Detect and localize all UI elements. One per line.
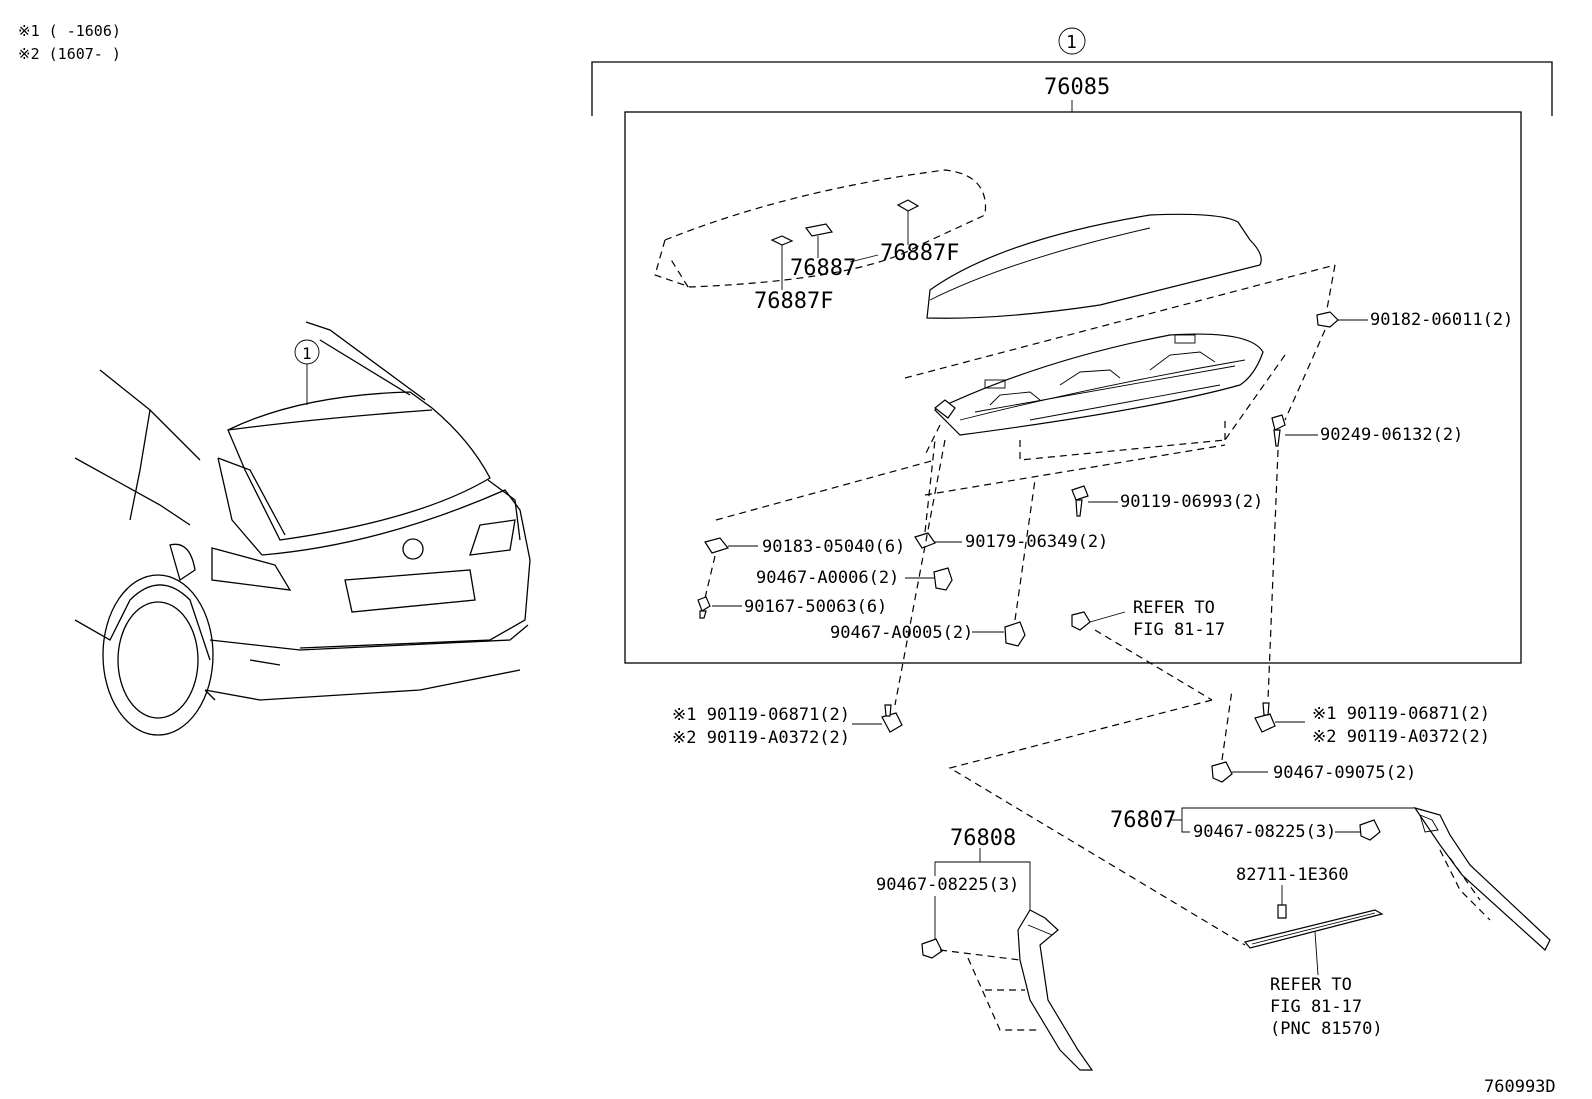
label-refer-line1: REFER TO	[1133, 598, 1215, 618]
label-left-bolt-1: ※1 90119-06871(2)	[672, 705, 850, 725]
assembly-box	[624, 111, 1522, 664]
label-76807: 76807	[1110, 808, 1176, 833]
garnish-76807	[1413, 806, 1551, 951]
label-right-bolt-2: ※2 90119-A0372(2)	[1312, 727, 1490, 747]
label-90179-06349: 90179-06349(2)	[965, 532, 1108, 552]
clip-90467-08225-left	[921, 938, 943, 959]
label-90467-09075: 90467-09075(2)	[1273, 763, 1416, 783]
label-76887: 76887	[790, 256, 856, 281]
spoiler-cover	[926, 213, 1262, 319]
screw-90249	[1267, 414, 1318, 701]
label-90183-05040: 90183-05040(6)	[762, 537, 905, 557]
label-90167-50063: 90167-50063(6)	[744, 597, 887, 617]
garnish-76808	[939, 909, 1094, 1071]
figure-id: 760993D	[1484, 1077, 1556, 1097]
bolt-left-90119	[852, 704, 903, 733]
label-refer-line2: FIG 81-17	[1133, 620, 1225, 640]
label-refer2-line3: (PNC 81570)	[1270, 1019, 1383, 1039]
label-76085: 76085	[1044, 75, 1110, 100]
bulb-82711	[1277, 904, 1287, 919]
label-refer2-line1: REFER TO	[1270, 975, 1352, 995]
clip-90467-08225-right	[1359, 819, 1381, 841]
clip-90467-09075	[1211, 689, 1268, 783]
bolt-90119-06993	[1071, 485, 1118, 517]
bolt-right-90119	[1254, 702, 1305, 733]
vehicle-illustration: 1	[74, 321, 531, 736]
stop-lamp	[1243, 909, 1384, 949]
label-90119-06993: 90119-06993(2)	[1120, 492, 1263, 512]
spoiler-base	[904, 264, 1336, 496]
note-1: ※1 ( -1606)	[18, 22, 121, 40]
car-callout-marker: 1	[302, 344, 312, 363]
label-refer2-line2: FIG 81-17	[1270, 997, 1362, 1017]
label-90249-06132: 90249-06132(2)	[1320, 425, 1463, 445]
label-82711-1E360: 82711-1E360	[1236, 865, 1349, 885]
spoiler-outline	[654, 169, 987, 290]
note-2: ※2 (1607- )	[18, 45, 121, 63]
clip-90182	[1284, 311, 1368, 421]
label-left-bolt-2: ※2 90119-A0372(2)	[672, 728, 850, 748]
nut-90179	[914, 439, 962, 549]
label-76808: 76808	[950, 826, 1016, 851]
label-90467-08225-left: 90467-08225(3)	[876, 875, 1019, 895]
label-90467-08225-right: 90467-08225(3)	[1193, 822, 1336, 842]
clip-90467-A0006	[905, 567, 953, 591]
nut-90183	[704, 459, 936, 599]
fastener-refer-81-17	[1071, 611, 1213, 701]
screw-90167	[697, 596, 742, 619]
label-76887F-left: 76887F	[754, 289, 833, 314]
clip-90467-A0005	[972, 479, 1036, 647]
assembly-callout-marker: 1	[1066, 32, 1077, 53]
label-76887F-right: 76887F	[880, 241, 959, 266]
label-right-bolt-1: ※1 90119-06871(2)	[1312, 704, 1490, 724]
label-90182-06011: 90182-06011(2)	[1370, 310, 1513, 330]
label-90467-A0005: 90467-A0005(2)	[830, 623, 973, 643]
label-90467-A0006: 90467-A0006(2)	[756, 568, 899, 588]
